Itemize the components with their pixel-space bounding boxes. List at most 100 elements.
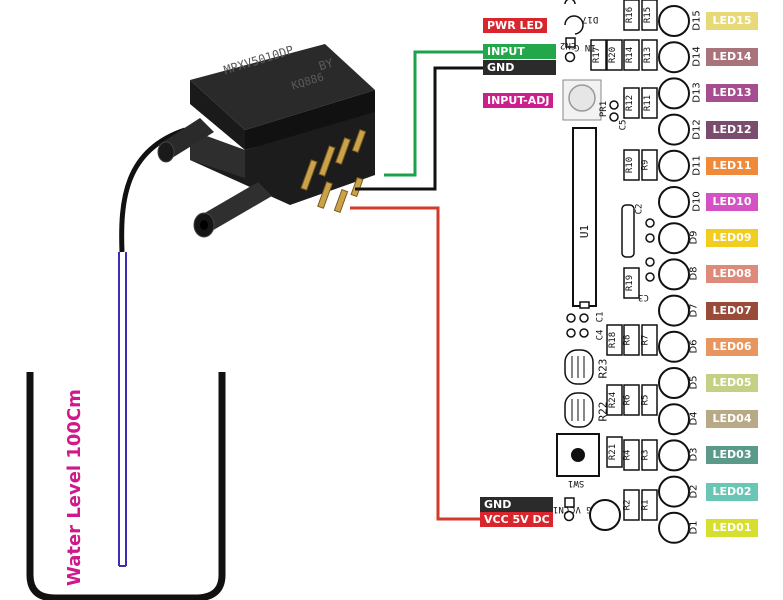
led-tag-led12: LED12 — [706, 120, 758, 139]
resistor-body — [606, 384, 623, 416]
wire-vcc — [350, 206, 483, 521]
resistor-label-r24: R24 — [608, 391, 619, 409]
gnd-bottom-label: GND — [480, 497, 553, 512]
led-diode-circle — [658, 439, 690, 472]
led-diode-circle — [658, 222, 690, 255]
wire-gnd-top — [355, 66, 483, 191]
diode-label-d15: D15 — [691, 10, 703, 31]
silk-cn1: CN1 — [553, 504, 570, 514]
led-diode-circle — [658, 41, 690, 74]
resistor-body — [606, 436, 623, 468]
silk-g-vc: G VC — [570, 504, 592, 514]
resistor-body — [606, 324, 623, 356]
r22-ldr — [564, 392, 594, 428]
diode-label-d8: D8 — [688, 266, 700, 281]
led-diode-circle — [658, 475, 690, 508]
water-tank — [26, 372, 226, 600]
small-resistor-group — [590, 39, 640, 468]
resistor-label-r4: R4 — [622, 449, 633, 461]
led-diode-circle — [658, 294, 690, 327]
silk-pr1: PR1 — [599, 100, 610, 118]
led-diode-circle — [658, 367, 690, 399]
resistor-label-r18: R18 — [608, 331, 619, 349]
led-tag-led14: LED14 — [706, 48, 758, 67]
silk-c2: C2 — [634, 203, 645, 215]
resistor-body — [641, 87, 658, 119]
vcc-label: VCC 5V DC — [480, 512, 553, 527]
resistor-body — [623, 149, 640, 181]
diode-label-d4: D4 — [688, 411, 700, 426]
resistor-label-r5: R5 — [640, 394, 651, 406]
diode-label-d9: D9 — [688, 230, 700, 245]
resistor-label-r8: R8 — [622, 334, 633, 346]
led-tag-led06: LED06 — [706, 337, 758, 356]
resistor-body — [606, 39, 623, 71]
resistor-label-r9: R9 — [640, 159, 651, 171]
resistor-body — [641, 324, 658, 356]
resistor-label-r20: R20 — [608, 46, 619, 64]
resistor-label-r7: R7 — [640, 334, 651, 346]
resistor-label-r1: R1 — [640, 499, 651, 511]
top-component-stub — [564, 0, 576, 5]
black-hose — [119, 127, 186, 253]
led-diode-circle — [658, 258, 690, 291]
resistor-group — [623, 0, 658, 521]
gnd-top-label: GND — [483, 60, 556, 75]
resistor-label-r11: R11 — [643, 94, 654, 112]
silk-sw1: SW1 — [568, 478, 585, 488]
pr1-knob — [568, 84, 596, 112]
u1-outline — [572, 127, 597, 307]
resistor-body — [623, 267, 640, 299]
led-tag-led15: LED15 — [706, 12, 758, 30]
led-tag-led05: LED05 — [706, 374, 758, 392]
resistor-body — [641, 149, 658, 181]
resistor-label-r19: R19 — [625, 274, 636, 292]
led-tag-led13: LED13 — [706, 84, 758, 103]
resistor-label-r17: R17 — [592, 46, 603, 64]
pwr-led-label: PWR LED — [483, 18, 548, 33]
resistor-body — [641, 489, 658, 521]
silk-d17: D17 — [582, 14, 599, 24]
diode-label-d14: D14 — [691, 46, 703, 67]
silk-c5: C5 — [618, 119, 629, 131]
resistor-label-r21: R21 — [608, 443, 619, 461]
wire-input — [384, 50, 483, 177]
diode-group — [589, 5, 690, 544]
led-diode-circle — [658, 113, 690, 146]
led-diode-circle — [658, 5, 690, 37]
resistor-label-r16: R16 — [625, 6, 636, 24]
r23-ldr-track — [571, 356, 585, 378]
led-diode-circle — [658, 186, 690, 218]
diode-label-d3: D3 — [688, 447, 700, 462]
resistor-body — [623, 0, 640, 31]
input-label: INPUT — [483, 44, 556, 59]
led-diode-circle — [658, 403, 690, 436]
resistor-label-r12: R12 — [625, 94, 636, 112]
diode-label-d10: D10 — [691, 191, 703, 212]
silk-c1: C1 — [595, 311, 606, 323]
resistor-body — [641, 439, 658, 471]
led-tag-led07: LED07 — [706, 301, 758, 320]
capacitors — [566, 100, 655, 338]
diode-label-d6: D6 — [688, 339, 700, 354]
power-led-circle — [589, 499, 621, 531]
input-adj-label: INPUT-ADJ — [483, 93, 554, 108]
resistor-label-r15: R15 — [643, 6, 654, 24]
resistor-label-r14: R14 — [625, 46, 636, 64]
resistor-body — [623, 87, 640, 119]
pressure-sensor — [157, 44, 375, 238]
silk-c4: C4 — [595, 329, 606, 341]
resistor-body — [641, 384, 658, 416]
led-tag-led08: LED08 — [706, 265, 758, 284]
diode-label-d5: D5 — [688, 375, 700, 390]
sw1-button — [571, 448, 585, 462]
tank-label: Water Level 100Cm — [64, 389, 85, 586]
r22-ldr-track — [571, 399, 585, 421]
u1-notch — [579, 301, 590, 309]
diode-label-d7: D7 — [688, 303, 700, 318]
r23-ldr — [564, 349, 594, 385]
resistor-body — [641, 0, 658, 31]
resistor-label-r3: R3 — [640, 449, 651, 461]
cn2-pads — [564, 37, 576, 63]
